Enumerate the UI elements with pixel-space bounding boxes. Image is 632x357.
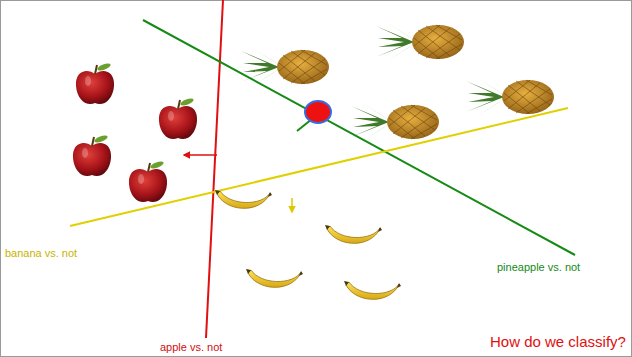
banana-icon bbox=[325, 225, 382, 243]
banana-boundary bbox=[70, 108, 568, 226]
boundary-label: apple vs. not bbox=[160, 341, 222, 354]
pineapple-icon bbox=[376, 22, 464, 62]
banana-icon bbox=[344, 281, 401, 299]
apple-icon bbox=[73, 134, 111, 176]
apple-arrow bbox=[184, 154, 217, 156]
query-point bbox=[305, 101, 331, 123]
banana-icon bbox=[246, 269, 303, 287]
apple-icon bbox=[76, 62, 114, 104]
pineapple-boundary bbox=[143, 20, 575, 255]
apple-boundary bbox=[206, 0, 223, 338]
apple-icon bbox=[129, 160, 167, 202]
banana-arrow bbox=[291, 198, 293, 212]
question-text: How do we classify? bbox=[490, 333, 626, 350]
pineapple-icon bbox=[241, 47, 329, 87]
pineapple-icon bbox=[466, 77, 554, 117]
boundary-label: banana vs. not bbox=[5, 247, 77, 260]
boundary-label: pineapple vs. not bbox=[497, 261, 580, 274]
banana-icon bbox=[215, 190, 272, 208]
pineapple-icon bbox=[351, 102, 439, 142]
apple-icon bbox=[159, 97, 197, 139]
